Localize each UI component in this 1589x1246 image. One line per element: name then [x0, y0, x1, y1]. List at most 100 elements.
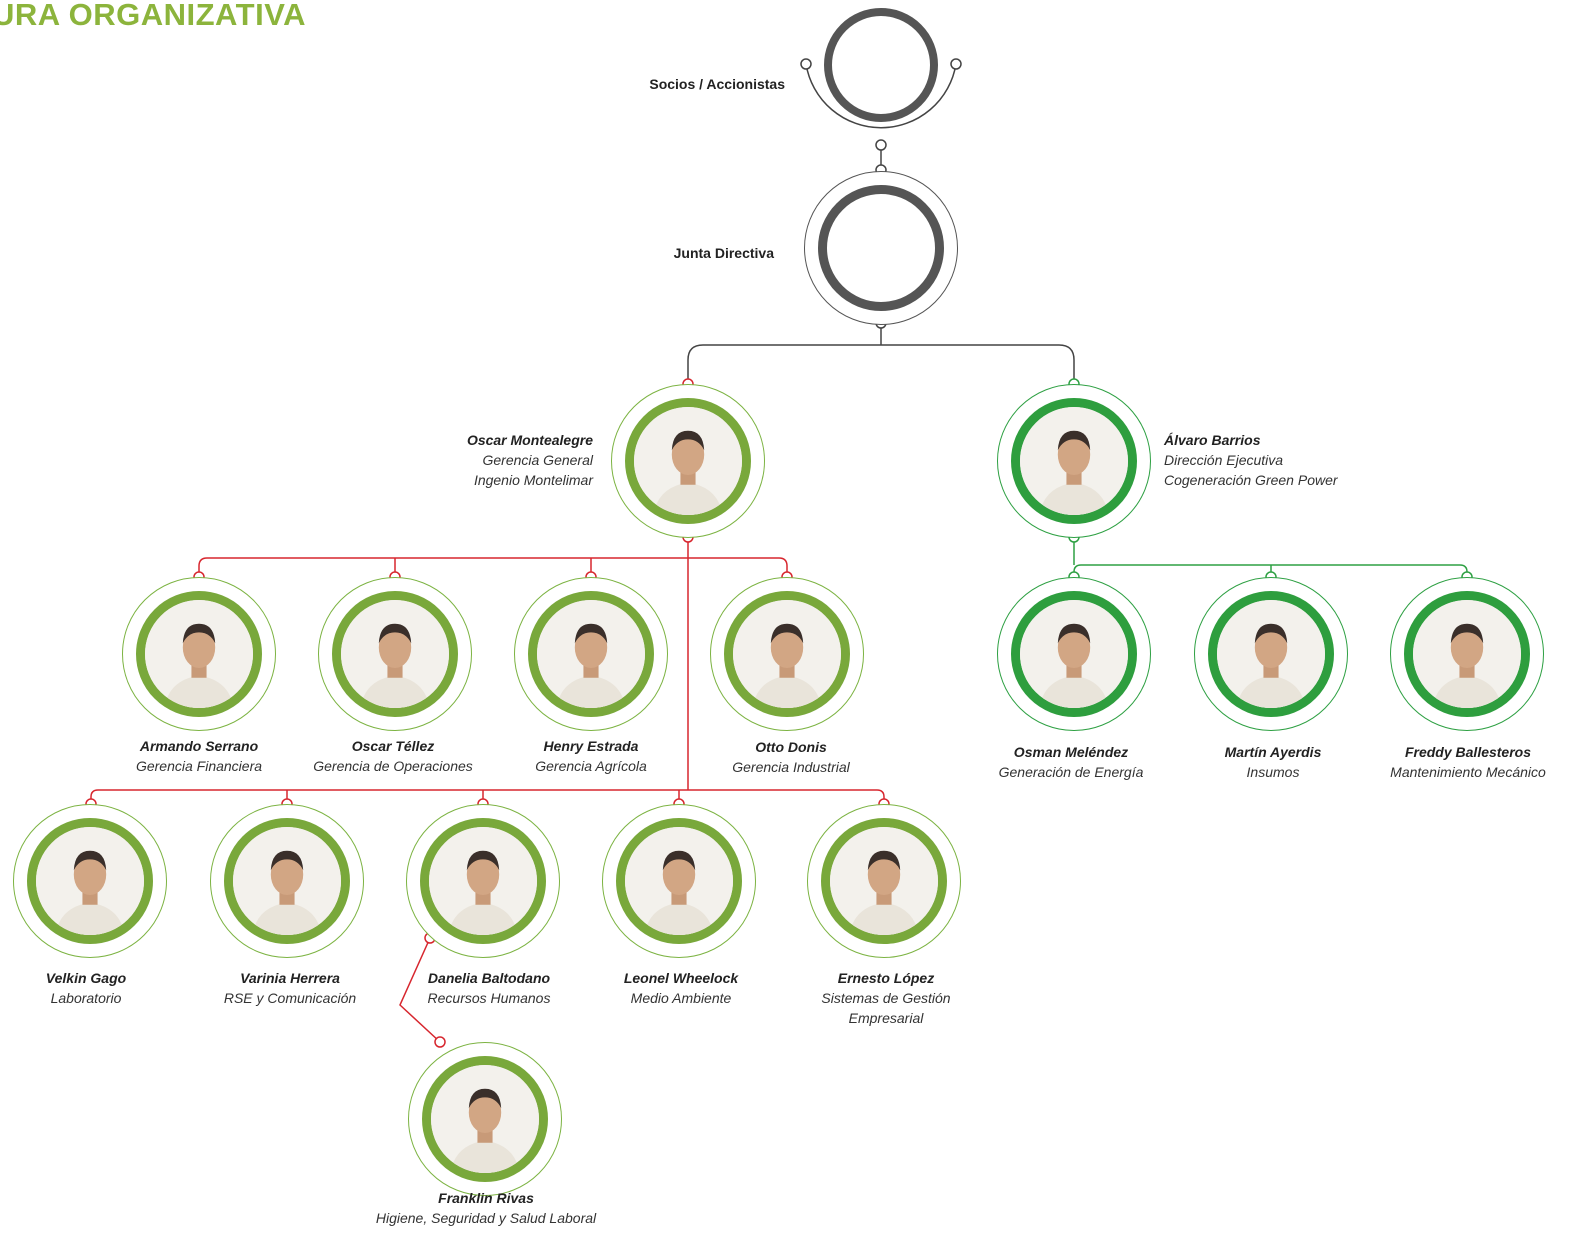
person-name: Oscar Téllez — [351, 738, 435, 754]
person-label-tellez: Oscar Téllez Gerencia de Operaciones — [313, 736, 473, 776]
person-role: RSE y Comunicación — [223, 990, 357, 1006]
person-node-wheelock — [602, 804, 756, 958]
person-label-herrera: Varinia Herrera RSE y Comunicación — [224, 968, 356, 1008]
portrait-icon — [36, 827, 144, 935]
junta-ring — [818, 185, 944, 311]
portrait-photo — [724, 591, 850, 717]
person-node-estrada — [514, 577, 668, 731]
person-label-gago: Velkin Gago Laboratorio — [46, 968, 126, 1008]
person-node-herrera — [210, 804, 364, 958]
person-name: Oscar Montealegre — [466, 432, 593, 448]
person-node-barrios — [997, 384, 1151, 538]
person-node-montealegre — [611, 384, 765, 538]
junta-node — [804, 171, 958, 325]
portrait-icon — [1020, 407, 1128, 515]
portrait-icon — [537, 600, 645, 708]
portrait-photo — [224, 818, 350, 944]
portrait-photo — [136, 591, 262, 717]
person-label-barrios: Álvaro Barrios Dirección Ejecutiva Cogen… — [1164, 430, 1338, 490]
person-role: Laboratorio — [50, 990, 122, 1006]
person-name: Henry Estrada — [543, 738, 639, 754]
person-label-lopez: Ernesto López Sistemas de Gestión Empres… — [821, 968, 950, 1028]
person-name: Ernesto López — [837, 970, 935, 986]
person-label-estrada: Henry Estrada Gerencia Agrícola — [535, 736, 647, 776]
person-role: Ingenio Montelimar — [473, 472, 593, 488]
portrait-photo — [332, 591, 458, 717]
person-node-donis — [710, 577, 864, 731]
person-name: Armando Serrano — [139, 738, 259, 754]
socios-node — [818, 2, 944, 128]
portrait-icon — [625, 827, 733, 935]
portrait-photo — [528, 591, 654, 717]
person-role: Gerencia Industrial — [732, 759, 850, 775]
person-node-ballesteros — [1390, 577, 1544, 731]
person-role: Dirección Ejecutiva — [1164, 452, 1284, 468]
portrait-icon — [1217, 600, 1325, 708]
portrait-photo — [422, 1056, 548, 1182]
person-name: Varinia Herrera — [240, 970, 340, 986]
socios-label: Socios / Accionistas — [649, 76, 785, 92]
portrait-photo — [1011, 591, 1137, 717]
person-name: Otto Donis — [755, 739, 827, 755]
person-role: Higiene, Seguridad y Salud Laboral — [375, 1210, 597, 1226]
person-name: Martín Ayerdis — [1224, 744, 1322, 760]
portrait-icon — [830, 827, 938, 935]
person-label-melendez: Osman Meléndez Generación de Energía — [999, 742, 1144, 782]
portrait-icon — [634, 407, 742, 515]
person-role: Gerencia de Operaciones — [313, 758, 473, 774]
person-label-montealegre: Oscar Montealegre Gerencia General Ingen… — [467, 430, 593, 490]
person-name: Osman Meléndez — [1013, 744, 1129, 760]
portrait-photo — [821, 818, 947, 944]
person-role: Mantenimiento Mecánico — [1390, 764, 1546, 780]
portrait-icon — [341, 600, 449, 708]
person-role: Gerencia General — [482, 452, 593, 468]
portrait-icon — [1413, 600, 1521, 708]
person-role: Insumos — [1246, 764, 1300, 780]
person-name: Álvaro Barrios — [1164, 432, 1261, 448]
person-name: Leonel Wheelock — [623, 970, 739, 986]
person-node-baltodano — [406, 804, 560, 958]
portrait-photo — [616, 818, 742, 944]
portrait-photo — [1011, 398, 1137, 524]
portrait-icon — [233, 827, 341, 935]
person-role: Empresarial — [848, 1010, 924, 1026]
person-name: Danelia Baltodano — [427, 970, 551, 986]
person-node-serrano — [122, 577, 276, 731]
page-title: URA ORGANIZATIVA — [0, 0, 306, 32]
person-label-rivas: Franklin Rivas Higiene, Seguridad y Salu… — [376, 1188, 596, 1228]
person-node-lopez — [807, 804, 961, 958]
person-label-baltodano: Danelia Baltodano Recursos Humanos — [428, 968, 551, 1008]
portrait-photo — [27, 818, 153, 944]
portrait-photo — [420, 818, 546, 944]
junta-label: Junta Directiva — [673, 245, 774, 261]
person-label-donis: Otto Donis Gerencia Industrial — [732, 737, 850, 777]
person-node-ayerdis — [1194, 577, 1348, 731]
person-role: Gerencia Financiera — [135, 758, 263, 774]
portrait-photo — [1208, 591, 1334, 717]
person-name: Velkin Gago — [45, 970, 127, 986]
person-role: Generación de Energía — [998, 764, 1144, 780]
portrait-icon — [429, 827, 537, 935]
person-label-ayerdis: Martín Ayerdis Insumos — [1225, 742, 1322, 782]
person-node-melendez — [997, 577, 1151, 731]
person-label-wheelock: Leonel Wheelock Medio Ambiente — [624, 968, 738, 1008]
person-label-serrano: Armando Serrano Gerencia Financiera — [136, 736, 262, 776]
portrait-icon — [431, 1065, 539, 1173]
portrait-photo — [625, 398, 751, 524]
portrait-icon — [733, 600, 841, 708]
person-role: Cogeneración Green Power — [1164, 472, 1338, 488]
portrait-photo — [1404, 591, 1530, 717]
portrait-icon — [1020, 600, 1128, 708]
person-name: Franklin Rivas — [438, 1190, 534, 1206]
person-name: Freddy Ballesteros — [1404, 744, 1532, 760]
person-node-tellez — [318, 577, 472, 731]
person-role: Medio Ambiente — [630, 990, 732, 1006]
person-role: Recursos Humanos — [427, 990, 551, 1006]
person-node-rivas — [408, 1042, 562, 1196]
portrait-icon — [145, 600, 253, 708]
person-role: Sistemas de Gestión — [821, 990, 951, 1006]
person-node-gago — [13, 804, 167, 958]
socios-ring — [824, 8, 938, 122]
person-label-ballesteros: Freddy Ballesteros Mantenimiento Mecánic… — [1390, 742, 1546, 782]
person-role: Gerencia Agrícola — [535, 758, 647, 774]
